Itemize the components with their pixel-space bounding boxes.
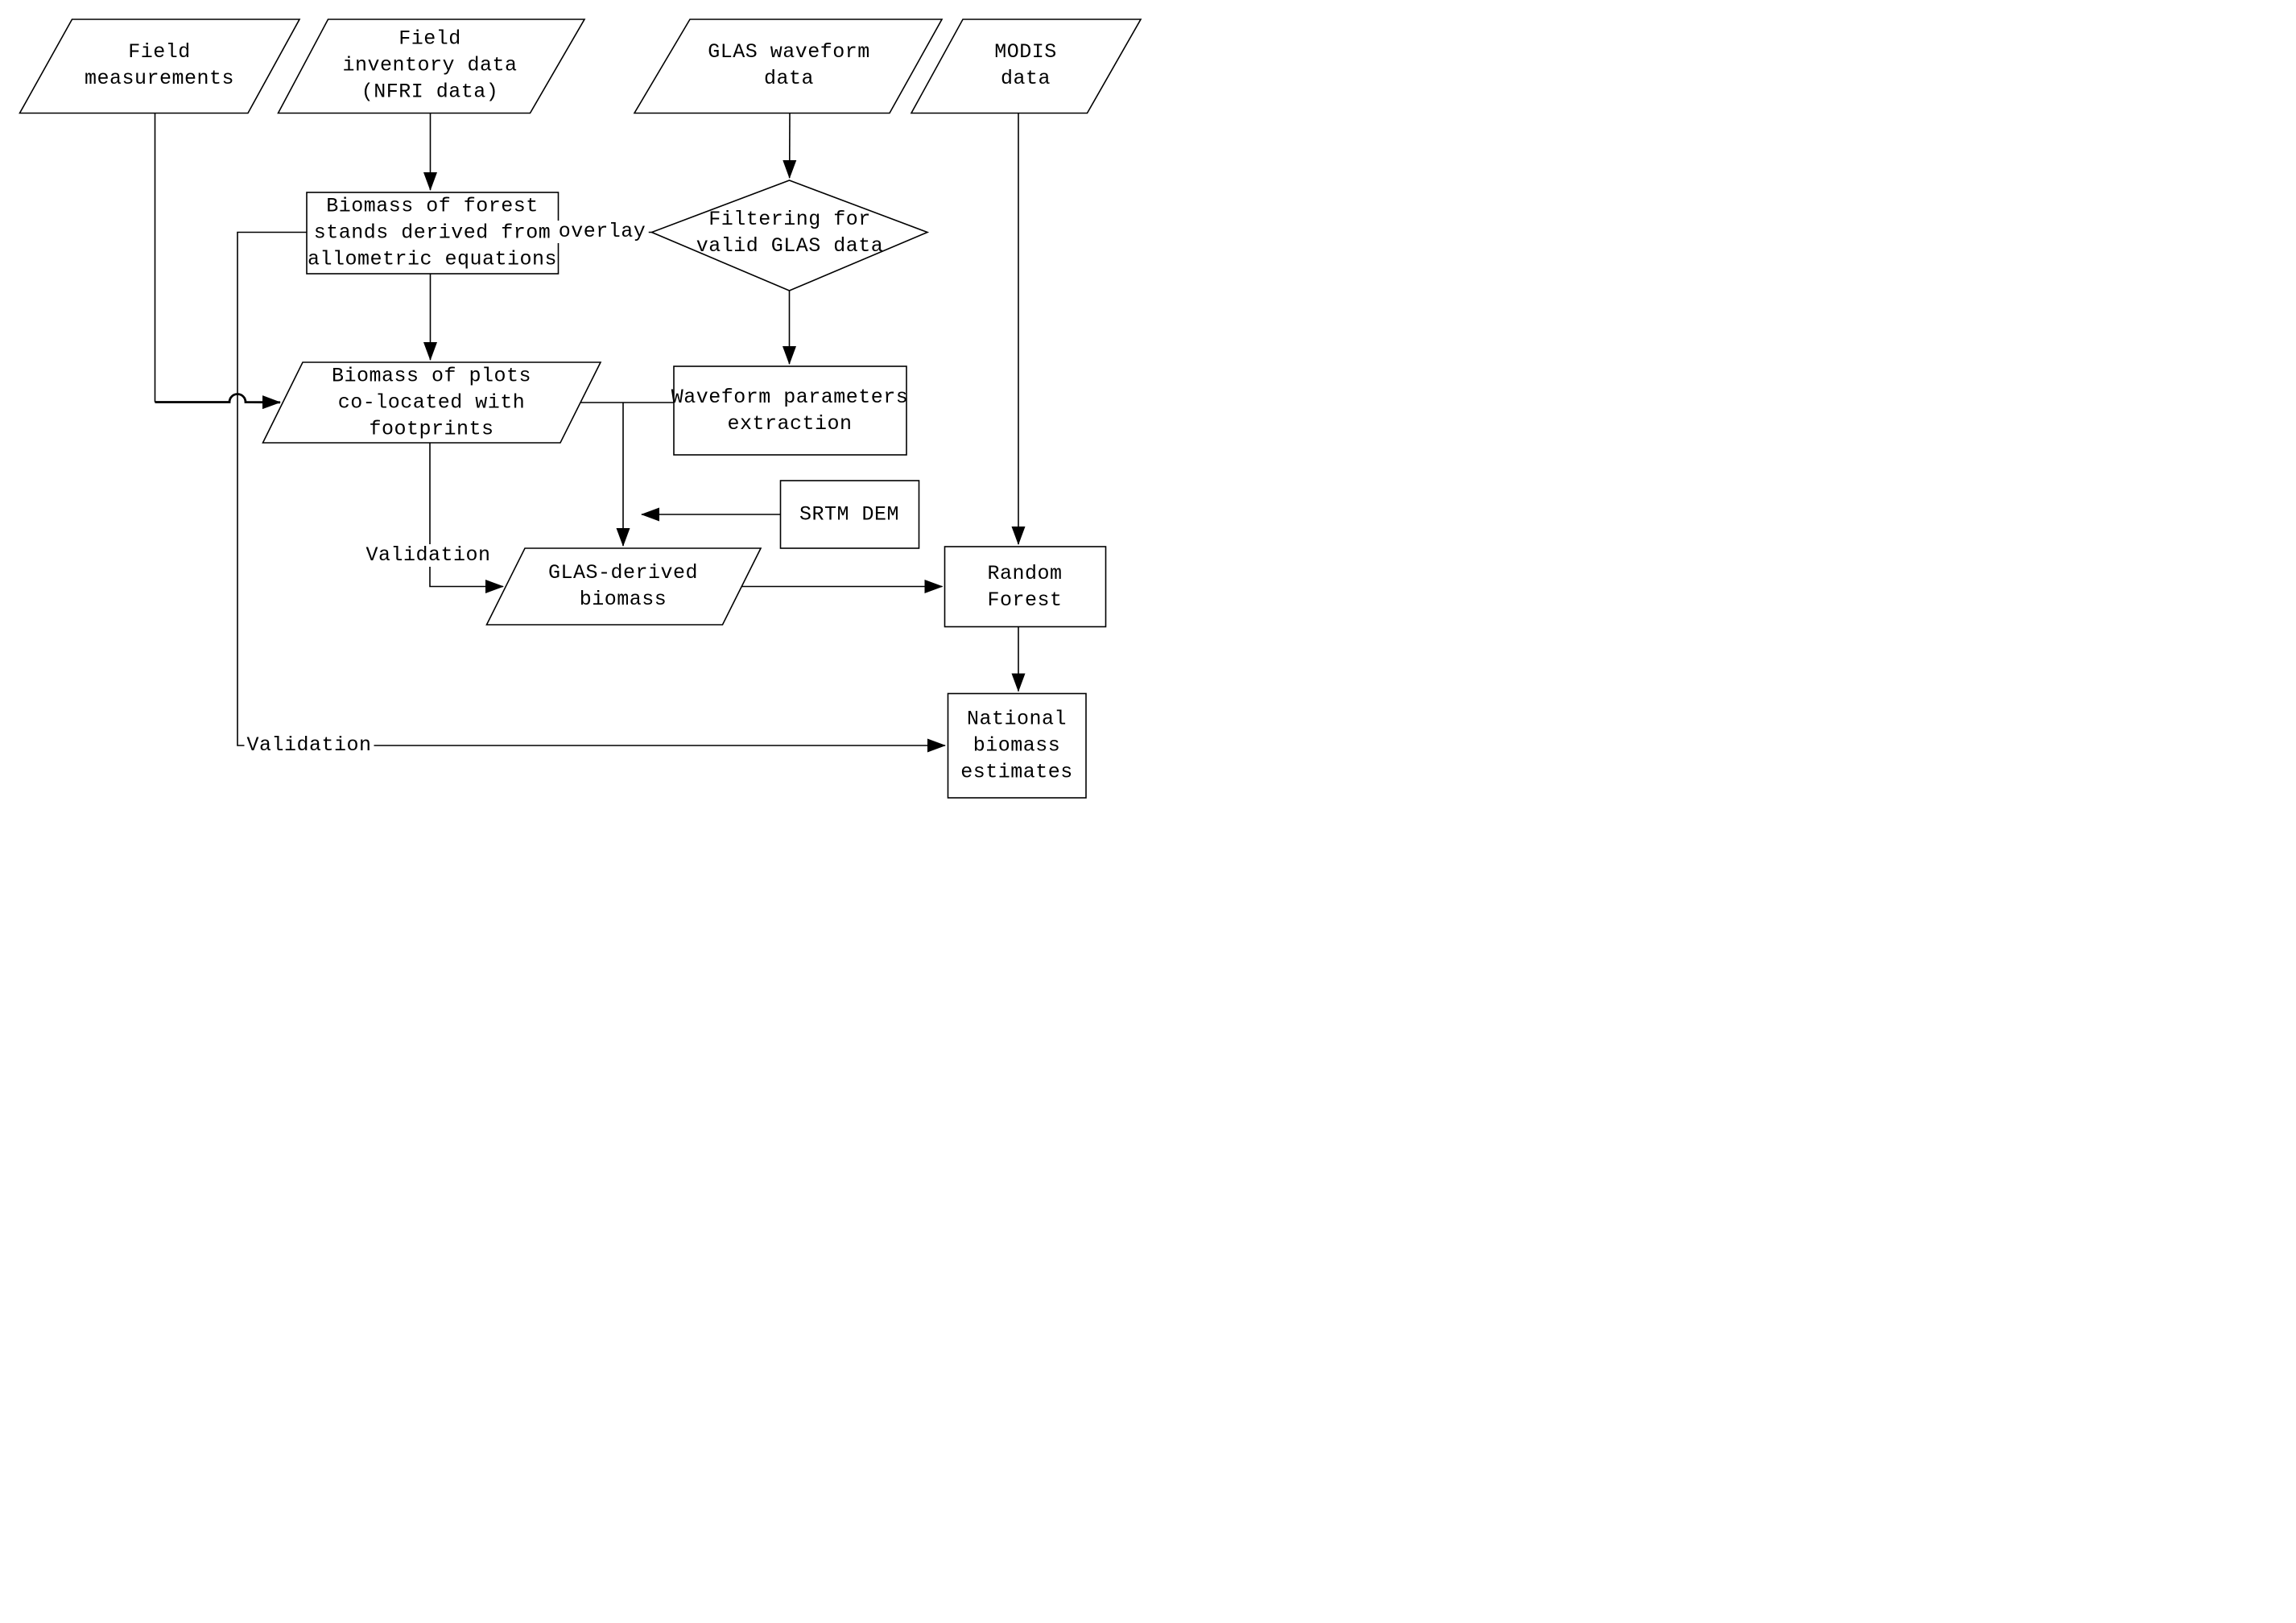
node-waveform-params [673, 365, 907, 456]
node-national-estimates [947, 692, 1087, 799]
flowchart-canvas: Field measurements Field inventory data … [0, 0, 1148, 812]
node-srtm-dem [779, 480, 920, 549]
node-field-inventory [277, 19, 586, 114]
node-glas-waveform [633, 19, 944, 114]
edge-plots-validation-to-glas [429, 443, 504, 593]
edge-validation-to-national [237, 231, 946, 753]
node-filtering-diamond [650, 180, 930, 291]
node-field-measurements [19, 19, 301, 114]
node-modis [910, 19, 1142, 114]
edge-fieldmeas-to-plots-with-hop [155, 393, 281, 410]
node-glas-biomass [485, 547, 762, 626]
flowchart-drawing [19, 19, 1142, 799]
node-random-forest [944, 546, 1107, 628]
node-plots-biomass [262, 361, 602, 444]
node-forest-stands [306, 192, 560, 275]
